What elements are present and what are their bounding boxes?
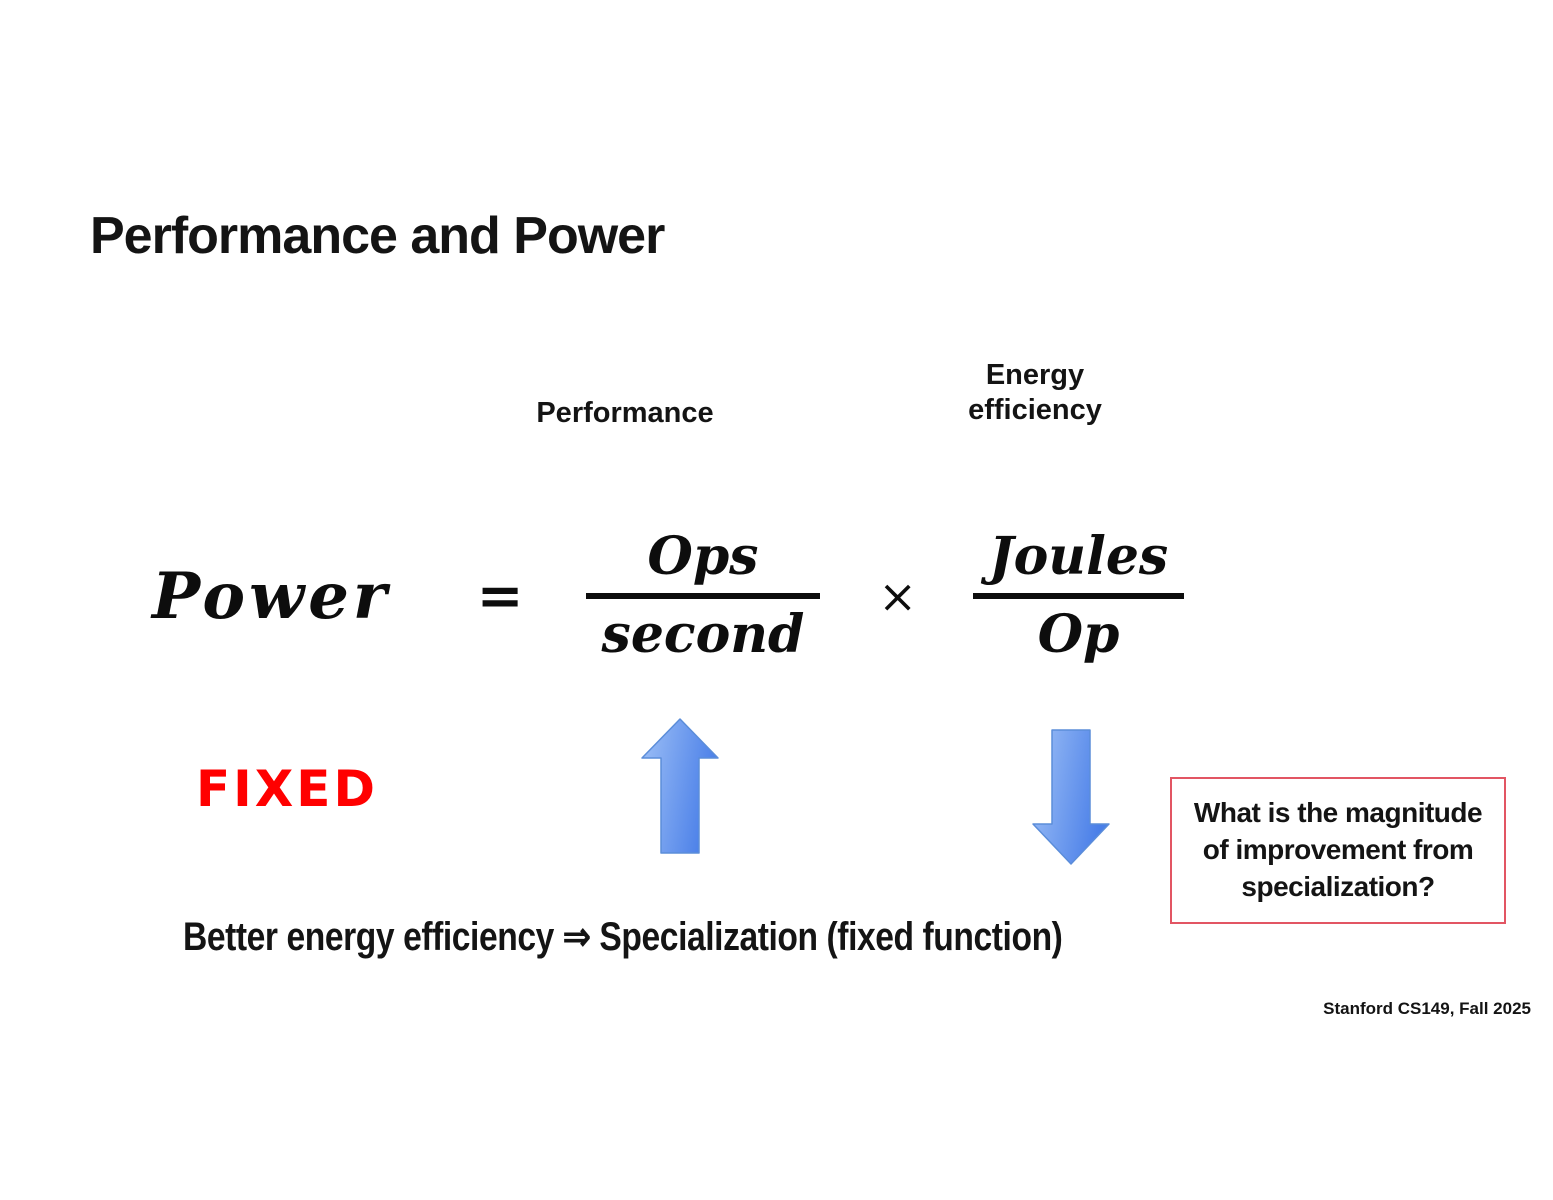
second-denominator: second bbox=[601, 604, 805, 666]
up-arrow-icon bbox=[641, 718, 719, 854]
equals-sign: = bbox=[476, 563, 524, 630]
up-arrow-shape bbox=[641, 718, 719, 854]
question-box: What is the magnitude of improvement fro… bbox=[1170, 777, 1506, 924]
question-box-text: What is the magnitude of improvement fro… bbox=[1193, 797, 1483, 902]
multiply-sign: × bbox=[878, 569, 917, 624]
joules-numerator: Joules bbox=[972, 527, 1185, 600]
op-denominator: Op bbox=[1037, 604, 1120, 666]
down-arrow-shape bbox=[1032, 729, 1110, 865]
fixed-label: FIXED bbox=[196, 760, 378, 818]
power-term: Power bbox=[152, 558, 391, 634]
footer-credit: Stanford CS149, Fall 2025 bbox=[1323, 999, 1531, 1018]
energy-efficiency-label: Energy efficiency bbox=[968, 359, 1102, 427]
conclusion-text: Better energy efficiency ⇒ Specializatio… bbox=[183, 915, 1063, 959]
page-title: Performance and Power bbox=[90, 207, 665, 265]
ops-per-second-fraction: Ops second bbox=[585, 527, 821, 666]
performance-label: Performance bbox=[536, 397, 714, 429]
ops-numerator: Ops bbox=[585, 527, 821, 600]
equation: Power = Ops second × Joules Op bbox=[152, 527, 1185, 666]
joules-per-op-fraction: Joules Op bbox=[972, 527, 1185, 666]
down-arrow-icon bbox=[1032, 729, 1110, 865]
